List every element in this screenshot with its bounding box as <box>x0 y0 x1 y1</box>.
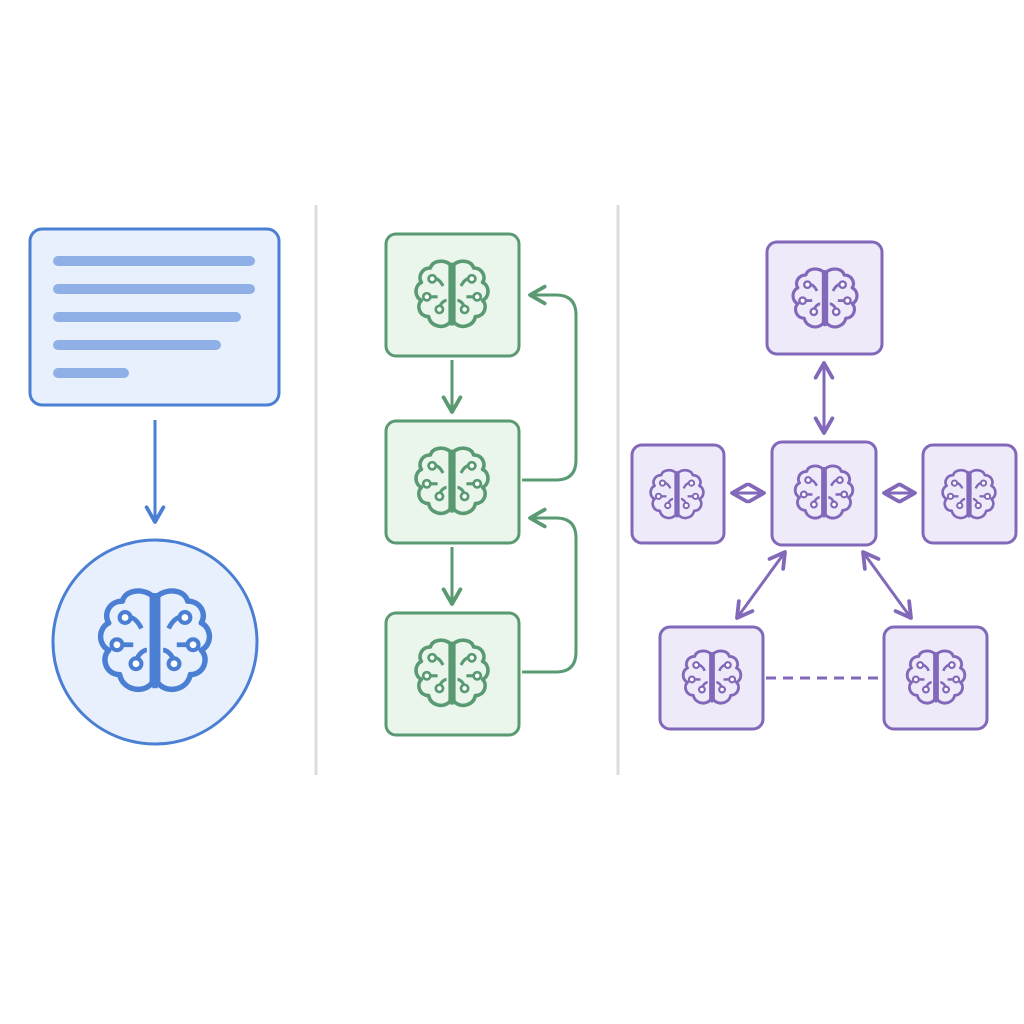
agent-circle <box>51 538 259 746</box>
bidirectional-arrow <box>735 550 787 620</box>
agent-box-right <box>921 443 1018 545</box>
panel-single-agent <box>28 227 281 746</box>
agent-box-center <box>770 440 878 547</box>
agent-box-bottom-left <box>658 625 765 731</box>
agent-box-top <box>765 240 884 356</box>
agent-box-3 <box>384 611 521 737</box>
agent-box-2 <box>384 419 521 545</box>
bidirectional-arrow <box>861 550 913 620</box>
agent-box-bottom-right <box>882 625 989 731</box>
panel-sequential-agents <box>384 232 578 737</box>
document-icon <box>28 227 281 407</box>
panel-agent-network <box>630 240 1018 731</box>
feedback-loop-arrow <box>522 284 578 482</box>
feedback-loop-arrow <box>522 507 578 674</box>
agent-box-left <box>630 443 726 545</box>
agent-box-1 <box>384 232 521 358</box>
